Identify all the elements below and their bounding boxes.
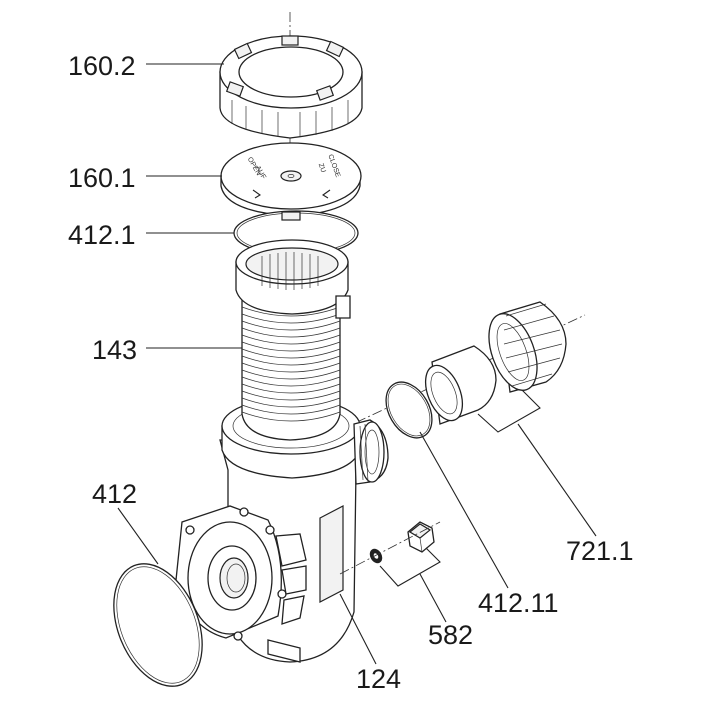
leader-124 <box>339 593 377 665</box>
label-124: 124 <box>356 664 401 694</box>
leader-721-1 <box>477 389 541 433</box>
drain-plug-part <box>407 521 435 553</box>
label-412-11: 412.11 <box>478 588 559 618</box>
union-tail-part <box>424 345 497 425</box>
leader-721-1-main <box>517 423 597 537</box>
label-160-2: 160.2 <box>68 51 136 81</box>
drain-axis-line <box>339 521 441 575</box>
label-721-1: 721.1 <box>566 536 634 566</box>
label-143: 143 <box>92 335 137 365</box>
leader-412-11 <box>419 431 509 589</box>
label-582: 582 <box>428 620 473 650</box>
leader-582 <box>379 547 441 587</box>
union-oring-part <box>385 381 433 439</box>
pump-housing-part <box>175 397 389 663</box>
leader-582-main <box>419 573 447 623</box>
label-412: 412 <box>92 479 137 509</box>
lid-close-sub-text: ZU <box>317 163 327 174</box>
label-160-1: 160.1 <box>68 163 136 193</box>
cover-oring-part <box>113 563 203 687</box>
drain-washer-part <box>369 548 383 564</box>
lid-part: OPEN AUF CLOSE ZU <box>220 142 362 217</box>
leader-412 <box>117 507 159 565</box>
lid-ring-part <box>219 35 363 139</box>
union-nut-part <box>488 301 567 393</box>
strainer-basket-part <box>235 239 351 441</box>
label-412-1: 412.1 <box>68 220 136 250</box>
